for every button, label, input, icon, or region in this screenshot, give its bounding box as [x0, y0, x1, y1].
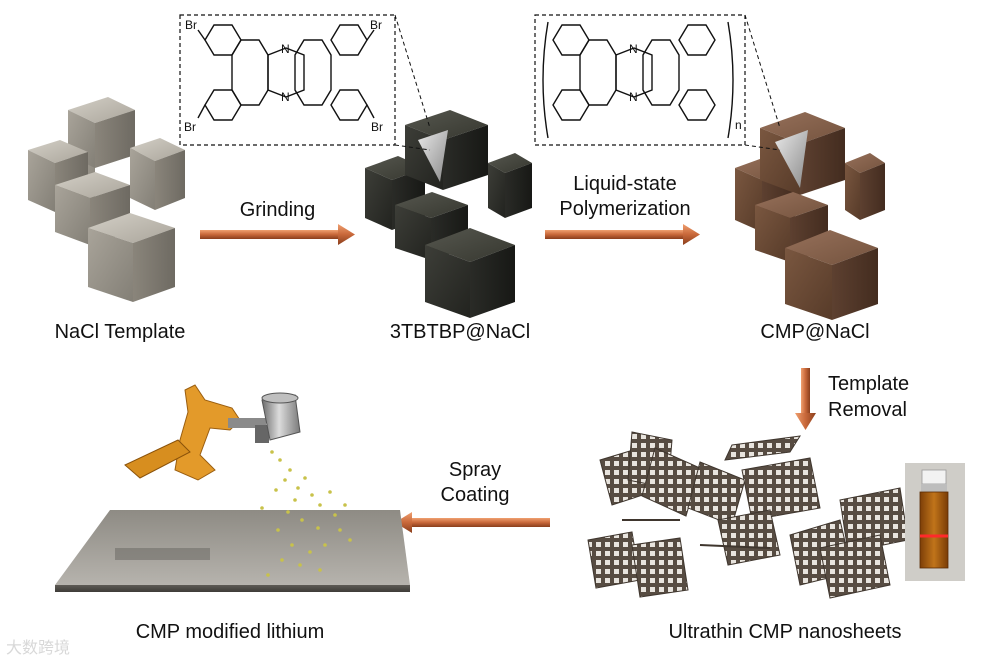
- br-label-top-right: Br: [370, 18, 382, 32]
- polymer-label: CMP@NaCl: [760, 321, 870, 343]
- spray-gun: [124, 384, 301, 481]
- nacl-template-label: NaCl Template: [54, 321, 186, 343]
- removal-label-line1: Template: [828, 373, 910, 395]
- precursor-label: 3TBTBP@NaCl: [389, 321, 531, 343]
- vial-photo: [905, 463, 965, 581]
- arrow-spray-coating: [395, 512, 550, 533]
- polymerization-label-line1: Liquid-state: [573, 173, 677, 195]
- polymer-skeleton: [542, 21, 734, 139]
- repeat-n-label: n: [735, 118, 742, 132]
- br-label-bottom-left: Br: [184, 120, 196, 134]
- arrow-grinding: [200, 224, 355, 245]
- br-label-top-left: Br: [185, 18, 197, 32]
- watermark: 大数跨境: [6, 640, 71, 657]
- spray-droplets: [260, 450, 352, 577]
- n-label-bottom-monomer: N: [281, 90, 290, 104]
- lithium-label: CMP modified lithium: [135, 621, 325, 643]
- polymer-cubes: [735, 112, 885, 320]
- polymer-structure-box: [534, 14, 781, 151]
- n-label-top-polymer: N: [629, 42, 638, 56]
- br-label-bottom-right: Br: [371, 120, 383, 134]
- precursor-cubes: [365, 110, 532, 318]
- n-label-top-monomer: N: [281, 42, 290, 56]
- arrow-template-removal: [795, 368, 816, 430]
- lithium-plate: [55, 510, 410, 592]
- arrow-polymerization: [545, 224, 700, 245]
- nacl-template-cubes: [28, 97, 185, 302]
- n-label-bottom-polymer: N: [629, 90, 638, 104]
- grinding-label: Grinding: [239, 199, 316, 221]
- removal-label-line2: Removal: [828, 399, 907, 421]
- tetrahedron-marker: [418, 130, 448, 182]
- monomer-structure-box: [179, 14, 431, 151]
- spray-label-line2: Coating: [440, 484, 510, 506]
- polymerization-label-line2: Polymerization: [559, 198, 691, 220]
- monomer-skeleton: [197, 24, 375, 121]
- spray-label-line1: Spray: [448, 459, 502, 481]
- tetrahedron-marker-2: [775, 130, 808, 188]
- nanosheets: [587, 431, 909, 599]
- nanosheets-label: Ultrathin CMP nanosheets: [668, 621, 902, 643]
